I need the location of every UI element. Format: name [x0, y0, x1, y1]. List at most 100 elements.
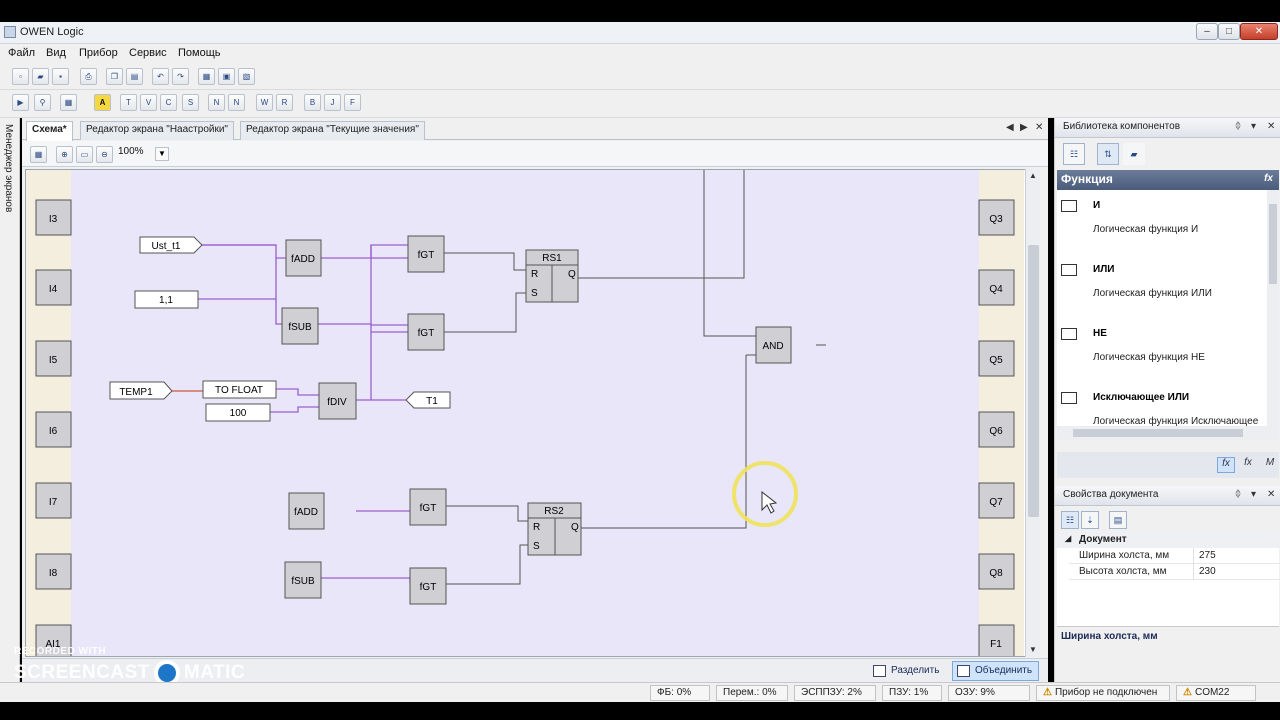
redo-icon[interactable]: ↷ [172, 68, 189, 85]
menu-file[interactable]: Файл [8, 47, 36, 59]
component-icon[interactable]: ▦ [198, 68, 215, 85]
run-icon[interactable]: ▶ [12, 94, 29, 111]
block-to-float[interactable]: TO FLOAT [202, 380, 277, 399]
io-left-i5[interactable]: I5 [35, 340, 72, 377]
property-row-height[interactable]: Высота холста, мм 230 [1069, 564, 1279, 580]
library-dropdown-icon[interactable]: ▾ [1251, 121, 1257, 132]
open-folder-icon[interactable]: ▰ [32, 68, 49, 85]
zoom-dropdown-icon[interactable]: ▼ [155, 147, 169, 161]
screen-manager-label[interactable]: Менеджер экранов [3, 124, 14, 213]
tag-out-t1[interactable]: T1 [405, 391, 451, 409]
library-close-icon[interactable]: ✕ [1267, 121, 1276, 132]
grid-toggle-icon[interactable]: ▦ [30, 146, 47, 163]
schema-svg[interactable]: .bx { fill: #cfcfd4; stroke: #555; strok… [26, 170, 1038, 657]
tool-j-icon[interactable]: J [324, 94, 341, 111]
io-right-q7[interactable]: Q7 [978, 482, 1015, 519]
tool-t-icon[interactable]: T [120, 94, 137, 111]
maximize-button[interactable]: □ [1218, 23, 1240, 40]
const-1-1[interactable]: 1,1 [134, 290, 199, 309]
macro-icon[interactable]: ▧ [238, 68, 255, 85]
library-sort-icon[interactable]: ⇅ [1097, 143, 1119, 165]
split-button[interactable]: Разделить [868, 661, 946, 681]
category-tab-fx[interactable]: fx [1217, 457, 1235, 473]
tab-screen-current-values[interactable]: Редактор экрана "Текущие значения" [240, 121, 425, 140]
fit-page-icon[interactable]: ▭ [76, 146, 93, 163]
block-fdiv[interactable]: fDIV [318, 382, 357, 420]
block-fadd-1[interactable]: fADD [285, 239, 322, 277]
status-port[interactable]: ⚠COM22 [1176, 685, 1256, 701]
menu-view[interactable]: Вид [46, 47, 66, 59]
list-item[interactable]: Исключающее ИЛИ Логическая функция Исклю… [1057, 382, 1267, 426]
category-tab-fx2[interactable]: fx [1244, 457, 1252, 468]
tool-s-icon[interactable]: S [182, 94, 199, 111]
tool-v-icon[interactable]: V [140, 94, 157, 111]
tool-w-icon[interactable]: W [256, 94, 273, 111]
library-pin-icon[interactable]: ᛰ [1235, 121, 1241, 132]
scroll-up-icon[interactable]: ▲ [1029, 171, 1037, 180]
block-fadd-2[interactable]: fADD [288, 492, 325, 530]
library-view-icon[interactable]: ☷ [1063, 143, 1085, 165]
tag-ust-t1[interactable]: Ust_t1 [139, 236, 203, 254]
collapse-icon[interactable]: ◢ [1065, 534, 1072, 543]
menu-help[interactable]: Помощь [178, 47, 221, 59]
minimize-button[interactable]: – [1196, 23, 1218, 40]
save-icon[interactable]: ▪ [52, 68, 69, 85]
tab-prev-icon[interactable]: ◀ [1006, 122, 1014, 133]
zoom-out-icon[interactable]: ⊖ [96, 146, 113, 163]
properties-close-icon[interactable]: ✕ [1267, 489, 1276, 500]
function-scroll-thumb[interactable] [1269, 204, 1277, 284]
io-right-q6[interactable]: Q6 [978, 411, 1015, 448]
undo-icon[interactable]: ↶ [152, 68, 169, 85]
schema-canvas[interactable]: .bx { fill: #cfcfd4; stroke: #555; strok… [25, 169, 1038, 657]
tool-r-icon[interactable]: R [276, 94, 293, 111]
block-and[interactable]: AND [755, 326, 792, 364]
io-right-q3[interactable]: Q3 [978, 199, 1015, 236]
copy-icon[interactable]: ❐ [106, 68, 123, 85]
tag-temp1[interactable]: TEMP1 [109, 381, 173, 400]
text-tool-icon[interactable]: A [94, 94, 111, 111]
properties-dropdown-icon[interactable]: ▾ [1251, 489, 1257, 500]
menu-device[interactable]: Прибор [79, 47, 118, 59]
tab-close-icon[interactable]: ✕ [1035, 122, 1044, 133]
io-right-q5[interactable]: Q5 [978, 340, 1015, 377]
property-value[interactable]: 275 [1199, 550, 1216, 561]
paste-icon[interactable]: ▤ [126, 68, 143, 85]
menu-service[interactable]: Сервис [129, 47, 167, 59]
tool-n1-icon[interactable]: N [208, 94, 225, 111]
zoom-in-icon[interactable]: ⊕ [56, 146, 73, 163]
merge-button[interactable]: Объединить [952, 661, 1040, 681]
function-section-header[interactable]: Функция fx [1057, 170, 1279, 190]
list-item[interactable]: ИЛИ Логическая функция ИЛИ [1057, 254, 1267, 314]
status-device[interactable]: ⚠Прибор не подключен [1036, 685, 1170, 701]
tool-n2-icon[interactable]: N [228, 94, 245, 111]
zoom-value[interactable]: 100% [118, 146, 144, 157]
list-item[interactable]: НЕ Логическая функция НЕ [1057, 318, 1267, 378]
const-100[interactable]: 100 [205, 403, 271, 422]
property-value[interactable]: 230 [1199, 566, 1216, 577]
grid-icon[interactable]: ▦ [60, 94, 77, 111]
function-hscroll-thumb[interactable] [1073, 429, 1243, 437]
tab-schema[interactable]: Схема* [26, 121, 73, 141]
io-right-q4[interactable]: Q4 [978, 269, 1015, 306]
block-rs2[interactable]: RS2 R S Q [527, 502, 582, 556]
io-left-ai1[interactable]: AI1 [35, 624, 72, 657]
tool-f-icon[interactable]: F [344, 94, 361, 111]
block-fgt-2[interactable]: fGT [407, 313, 445, 351]
property-row-width[interactable]: Ширина холста, мм 275 [1069, 548, 1279, 564]
io-left-i7[interactable]: I7 [35, 482, 72, 519]
print-icon[interactable]: ⎙ [80, 68, 97, 85]
io-right-q8[interactable]: Q8 [978, 553, 1015, 590]
io-left-i8[interactable]: I8 [35, 553, 72, 590]
canvas-vertical-scrollbar[interactable]: ▲ ▼ [1025, 169, 1040, 657]
block-rs1[interactable]: RS1 R S Q [525, 249, 579, 303]
scroll-thumb[interactable] [1028, 245, 1039, 517]
device-icon[interactable]: ▣ [218, 68, 235, 85]
property-category[interactable]: ◢ Документ [1057, 532, 1279, 548]
block-fgt-4[interactable]: fGT [409, 567, 447, 605]
tab-next-icon[interactable]: ▶ [1020, 122, 1028, 133]
io-left-i6[interactable]: I6 [35, 411, 72, 448]
property-pages-icon[interactable]: ▤ [1109, 511, 1127, 529]
new-file-icon[interactable]: ▫ [12, 68, 29, 85]
function-list-scrollbar[interactable] [1267, 190, 1279, 426]
tool-b-icon[interactable]: B [304, 94, 321, 111]
